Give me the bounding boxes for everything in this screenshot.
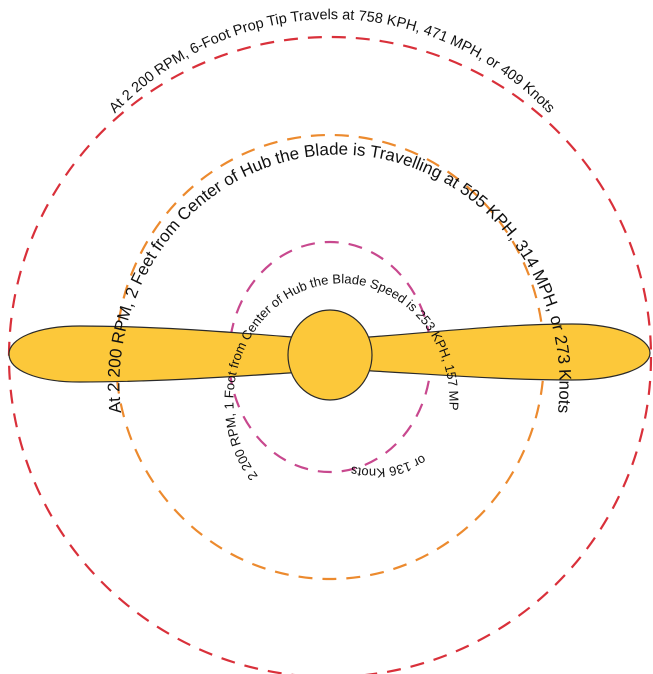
right-blade [355,324,650,380]
outer-ring-label: At 2 200 RPM, 6-Foot Prop Tip Travels at… [106,7,557,116]
propeller-hub [288,310,372,400]
inner-ring-label: At 2 200 RPM, 1 Foot from Center of Hub … [0,0,462,487]
left-blade [9,326,305,382]
inner-ring-label-bottom: or 136 Knots [349,452,429,481]
